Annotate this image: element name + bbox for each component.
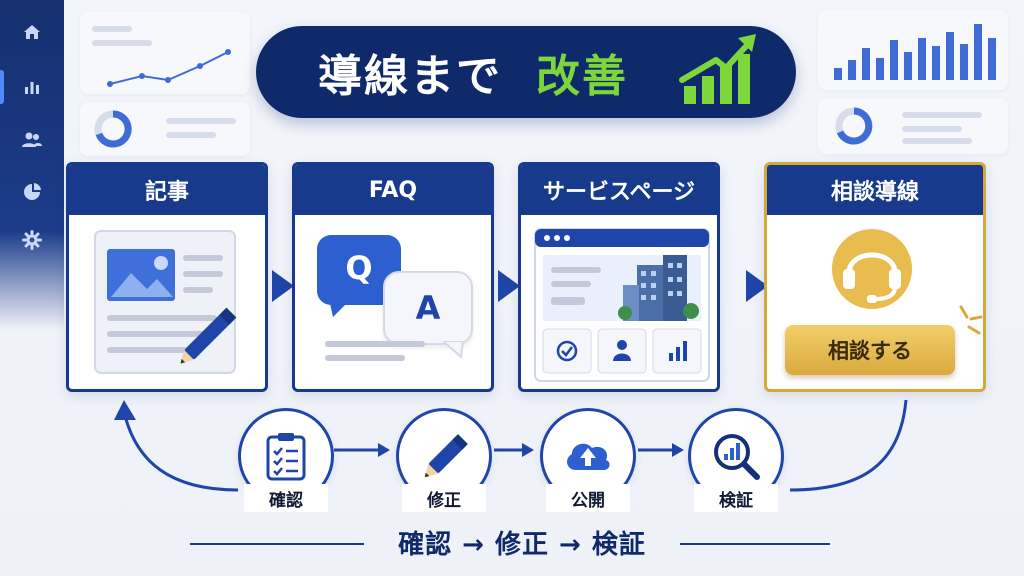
title-main-text: 導線まで [318, 51, 502, 102]
arrow-right-icon [496, 266, 524, 310]
building-icon [618, 255, 699, 321]
bg-bar-chart-card [818, 10, 1008, 90]
arrow-right-icon [270, 266, 298, 310]
cycle-check-label: 確認 [244, 484, 328, 512]
gear-icon[interactable] [18, 226, 46, 254]
arrow-right-icon [744, 266, 772, 310]
pie-icon[interactable] [18, 178, 46, 206]
step-service-page-card: サービスページ [518, 162, 720, 392]
faq-q-bubble-tail [329, 299, 351, 317]
bg-donut-chart [94, 110, 132, 148]
step-consult-card: 相談導線 相談する [764, 162, 986, 392]
browser-window-icon [534, 228, 710, 382]
nav-active-indicator [0, 70, 4, 104]
chart-icon[interactable] [18, 73, 46, 101]
pencil-icon [424, 434, 468, 478]
cycle-verify-label: 検証 [694, 484, 778, 512]
sidebar-nav [0, 0, 64, 330]
step-faq-card: FAQ Q A [292, 162, 494, 392]
bg-donut-card-right [818, 98, 1008, 154]
bg-donut-card [80, 102, 250, 156]
step-service-page-title: サービスページ [521, 165, 717, 215]
users-icon[interactable] [18, 126, 46, 154]
bg-line-chart [107, 49, 231, 87]
faq-a-bubble: A [383, 271, 473, 345]
faq-a-letter: A [415, 289, 441, 327]
clipboard-checklist-icon [266, 433, 306, 481]
bg-bar-chart [834, 24, 996, 80]
cycle-publish-label: 公開 [546, 484, 630, 512]
step-consult-title: 相談導線 [767, 165, 983, 215]
footer-line-right [680, 543, 830, 545]
footer-cycle-text: 確認 → 修正 → 検証 [398, 530, 646, 560]
click-sparkle-icon [959, 305, 983, 335]
footer-line-left [190, 543, 364, 545]
headset-icon [832, 229, 912, 309]
step-article-title: 記事 [69, 165, 265, 215]
cycle-connector-lines [114, 399, 908, 492]
cycle-edit-label: 修正 [402, 484, 486, 512]
magnifier-chart-icon [714, 434, 760, 480]
step-article-card: 記事 [66, 162, 268, 392]
growth-arrow-icon [679, 34, 756, 104]
consult-button[interactable]: 相談する [785, 325, 955, 375]
title-accent-text: 改善 [536, 51, 628, 102]
step-faq-title: FAQ [295, 165, 491, 215]
pencil-icon [180, 307, 237, 364]
cloud-upload-icon [567, 443, 610, 470]
faq-q-letter: Q [345, 249, 373, 287]
bg-donut-chart-right [835, 107, 873, 145]
home-icon[interactable] [18, 18, 46, 46]
article-document-icon [94, 230, 237, 374]
faq-a-bubble-tail [443, 341, 465, 359]
bg-line-chart-card [80, 12, 250, 94]
